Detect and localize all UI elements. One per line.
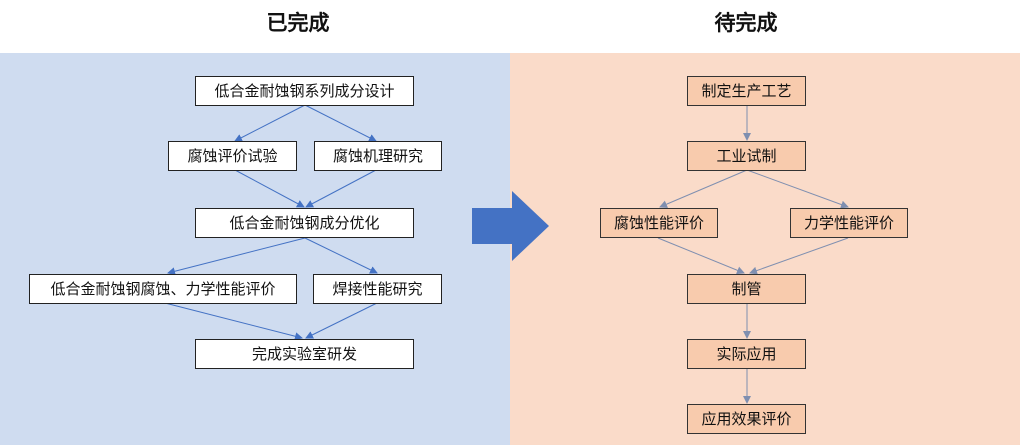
node-production-process: 制定生产工艺 xyxy=(687,76,806,106)
connector-mechanical-to-pipe xyxy=(749,237,849,275)
pending-panel xyxy=(510,53,1020,445)
node-application-evaluation: 应用效果评价 xyxy=(687,404,806,434)
connector-welding-to-lab xyxy=(305,302,378,339)
connector-mechanism-to-optimize xyxy=(305,169,377,208)
right-arrow-icon xyxy=(472,191,549,261)
completed-heading: 已完成 xyxy=(266,11,330,35)
pending-heading: 待完成 xyxy=(714,11,778,35)
node-performance-eval: 低合金耐蚀钢腐蚀、力学性能评价 xyxy=(29,274,297,304)
connector-eval-to-optimize xyxy=(234,169,305,208)
connector-design-to-mechanism xyxy=(304,104,377,142)
node-pipe-making: 制管 xyxy=(687,274,806,304)
connector-performance-to-lab xyxy=(164,302,303,341)
node-welding-study: 焊接性能研究 xyxy=(313,274,442,304)
node-lab-complete: 完成实验室研发 xyxy=(195,339,414,369)
node-corrosion-eval-test: 腐蚀评价试验 xyxy=(168,141,297,171)
completed-panel xyxy=(0,53,510,445)
node-field-application: 实际应用 xyxy=(687,339,806,369)
connector-design-to-eval xyxy=(234,104,306,142)
node-corrosion-performance: 腐蚀性能评价 xyxy=(600,208,718,238)
node-mechanical-performance: 力学性能评价 xyxy=(790,208,908,238)
node-industrial-trial: 工业试制 xyxy=(687,141,806,171)
connector-corrosion-to-pipe xyxy=(657,237,745,275)
connector-optimize-to-welding xyxy=(304,237,378,274)
node-composition-optimize: 低合金耐蚀钢成分优化 xyxy=(195,208,414,238)
connector-trial-to-corrosion xyxy=(659,169,748,208)
node-corrosion-mechanism: 腐蚀机理研究 xyxy=(314,141,442,171)
connector-optimize-to-performance xyxy=(167,237,306,276)
node-alloy-design: 低合金耐蚀钢系列成分设计 xyxy=(195,76,414,106)
connector-trial-to-mechanical xyxy=(746,169,849,209)
